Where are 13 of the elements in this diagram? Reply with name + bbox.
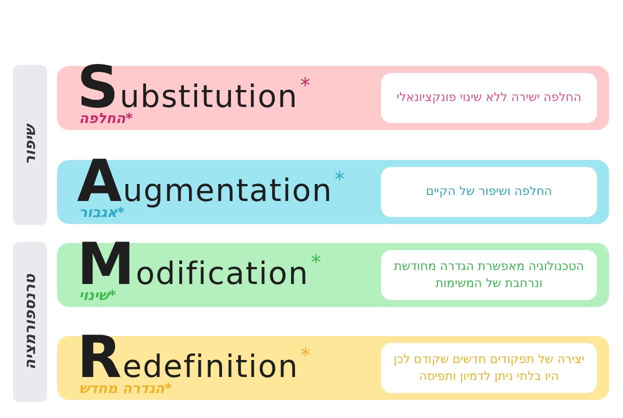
stage-subtitle: *הגדרה מחדש [79,381,172,397]
category-label: שיפור [21,125,39,165]
stage-band [57,66,609,130]
description-card: הטכנולוגיה מאפשרת הגדרה מחודשת ונרחבת של המשימות [381,250,597,300]
stage-subtitle: *שינוי [79,288,116,304]
category-label: טרנספורמציה [21,274,39,370]
stage-band [57,243,609,307]
stage-band [57,160,609,224]
description-card: יצירה של תפקודים חדשים שקודם לכן היו בלתי ניתן לדמיון ותפיסה [381,343,597,393]
stage-band [57,336,609,400]
description-card: החלפה ישירה ללא שינוי פונקציונאלי [381,73,597,123]
description-card: החלפה ושיפור של הקיים [381,167,597,217]
stage-subtitle: *אגבור [79,205,125,221]
